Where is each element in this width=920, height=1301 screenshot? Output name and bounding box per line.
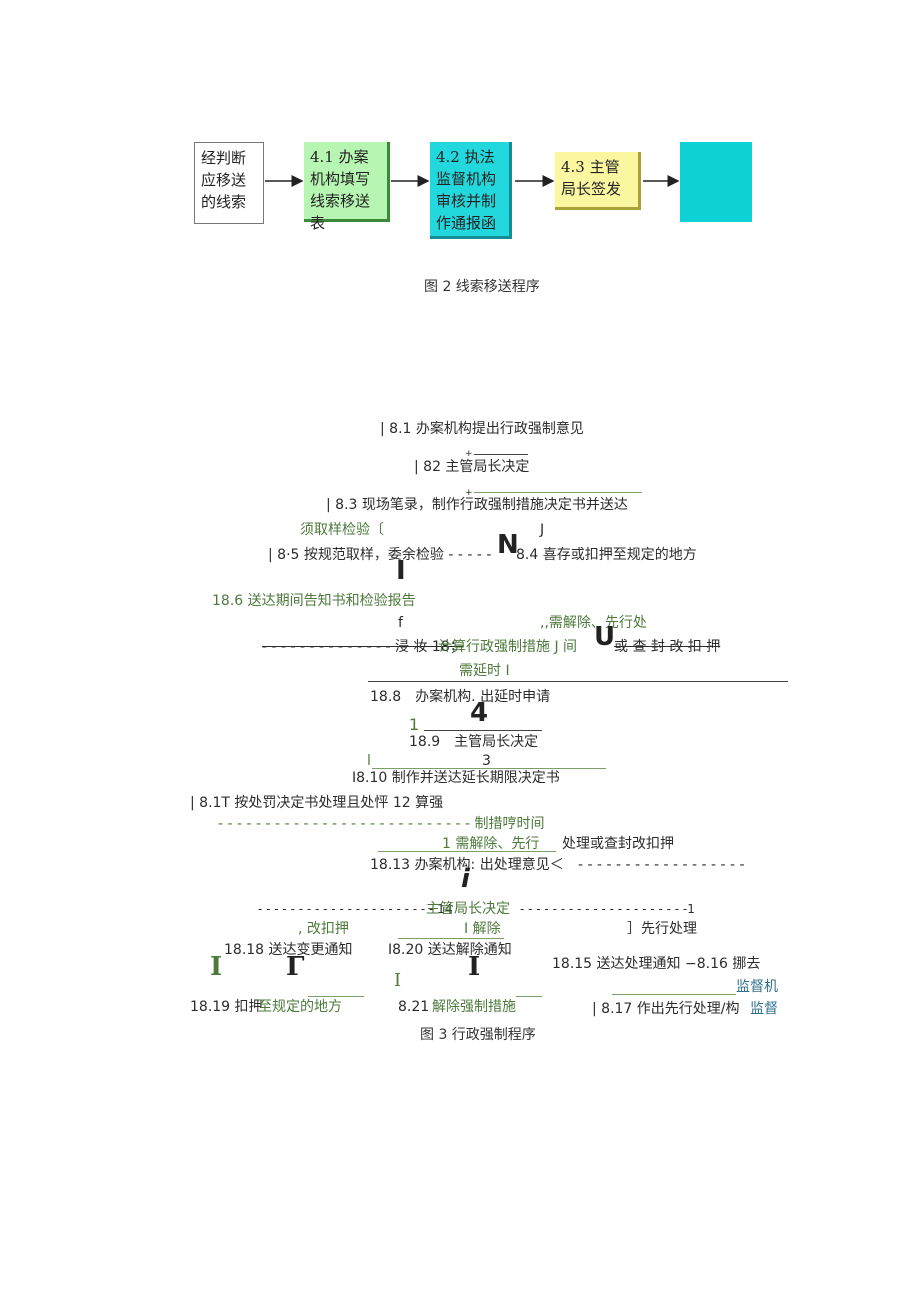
flow-box-4-1: 4.1 办案机构填写线索移送表 [304, 142, 390, 232]
figure-2-caption: 图 2 线索移送程序 [424, 279, 540, 295]
connector-line [516, 996, 542, 997]
mark-3: 3 [482, 753, 491, 769]
step-8-10: I8.10 制作并送达延长期限决定书 [352, 770, 560, 786]
glyph-4: 4 [470, 698, 489, 728]
step-8-2: | 82 主管局长决定 [414, 459, 530, 475]
connector-line [308, 996, 364, 997]
label-release-1: ,,需解除、先行处 [540, 615, 647, 631]
glyph-i-3: I [468, 952, 481, 982]
step-8-21-text: 解除强制措施 [432, 999, 516, 1015]
step-8-19-dest: 至规定的地方 [258, 999, 342, 1015]
step-8-7-strike: - - - - - - - - - - - - - - 浸 妆 18； [262, 639, 464, 655]
step-8-7: 计算行政强制措施 J 间 [438, 639, 578, 655]
dash-left: - - - - - - - - - - - - - - - - - - - - … [258, 902, 453, 916]
flow-box-5 [680, 142, 752, 222]
arrow-mark-1: + [465, 449, 473, 459]
step-8-15: 18.15 送达处理通知 −8.16 挪去 [552, 956, 761, 972]
figure-3-caption: 图 3 行政强制程序 [420, 1027, 536, 1043]
connector-line [398, 938, 504, 939]
connector-line [424, 730, 542, 731]
step-8-6: 18.6 送达期间告知书和检验报告 [212, 593, 416, 609]
label-sampling: 须取样检验〔 [300, 522, 384, 538]
flow-arrows [265, 175, 680, 187]
label-release-2: 1 需解除、先行 [442, 836, 540, 852]
mark-j: J [540, 522, 545, 538]
connector-line [474, 492, 642, 493]
branch-change: , 改扣押 [298, 921, 349, 937]
label-handle: 处理或查封改扣押 [562, 836, 674, 852]
mark-f: f [398, 615, 403, 631]
glyph-u: U [594, 622, 616, 652]
step-8-9: 18.9 主管局长决定 [409, 734, 539, 750]
glyph-i: I [396, 556, 406, 586]
connector-line [378, 851, 556, 852]
glyph-i-italic: i [461, 864, 470, 894]
step-8-3: | 8.3 现场笔录，制作行政强制措施决定书并送达 [326, 497, 628, 513]
dash-right: - - - - - - - - - - - - - - - - - - - - … [520, 902, 695, 916]
label-supervise-2: 监督 [750, 1001, 778, 1017]
connector-line [612, 994, 736, 995]
mark-1: 1 [409, 715, 420, 734]
arrow-mark-2: + [465, 488, 473, 498]
step-8-11: | 8.1T 按处罚决定书处理且处怦 12 算强 [190, 795, 444, 811]
glyph-i-1: I [210, 952, 223, 982]
dash-line: - - - - - - - - - - - - - - - - - - [578, 857, 745, 873]
connector-line [372, 768, 606, 769]
step-8-4: 8.4 喜存或扣押至规定的地方 [516, 547, 697, 563]
flow-box-clue: 经判断应移送的线索 [194, 142, 264, 224]
step-8-14: 主管局长决定 [426, 901, 510, 917]
connector-line [474, 454, 528, 455]
step-8-21: 8.21 [398, 999, 430, 1015]
step-8-17: | 8.17 作出先行处理/构 [592, 1001, 740, 1017]
step-8-5: | 8·5 按规范取样，委余检验 - - - - - [268, 547, 492, 563]
label-extend: 需延时 I [459, 663, 510, 679]
step-8-18: 18.18 送达变更通知 [224, 942, 353, 958]
flow-box-4-2: 4.2 执法监督机构审核并制作通报函 [430, 142, 512, 239]
label-seize-strike: 或 查 封 改 扣 押 [614, 639, 721, 655]
step-8-13: 18.13 办案机构: 出处理意见＜ [370, 857, 564, 873]
branch-release: I 解除 [464, 921, 501, 937]
glyph-gamma: Γ [286, 952, 305, 982]
mark-l: l [367, 753, 371, 769]
step-8-1: | 8.1 办案机构提出行政强制意见 [380, 421, 584, 437]
divider-line [368, 681, 788, 682]
label-supervise: 监督机 [736, 979, 778, 995]
step-8-19: 18.19 扣押 [190, 999, 263, 1015]
glyph-n: N [497, 530, 519, 560]
step-8-8: 18.8 办案机构. 出延时申请 [370, 689, 551, 705]
label-period: - - - - - - - - - - - - - - - - - - - - … [218, 816, 545, 832]
branch-first: ］先行处理 [627, 921, 697, 937]
flow-box-4-3: 4.3 主管局长签发 [555, 152, 641, 210]
step-8-20: I8.20 送达解除通知 [388, 942, 512, 958]
glyph-i-2: I [394, 970, 402, 991]
